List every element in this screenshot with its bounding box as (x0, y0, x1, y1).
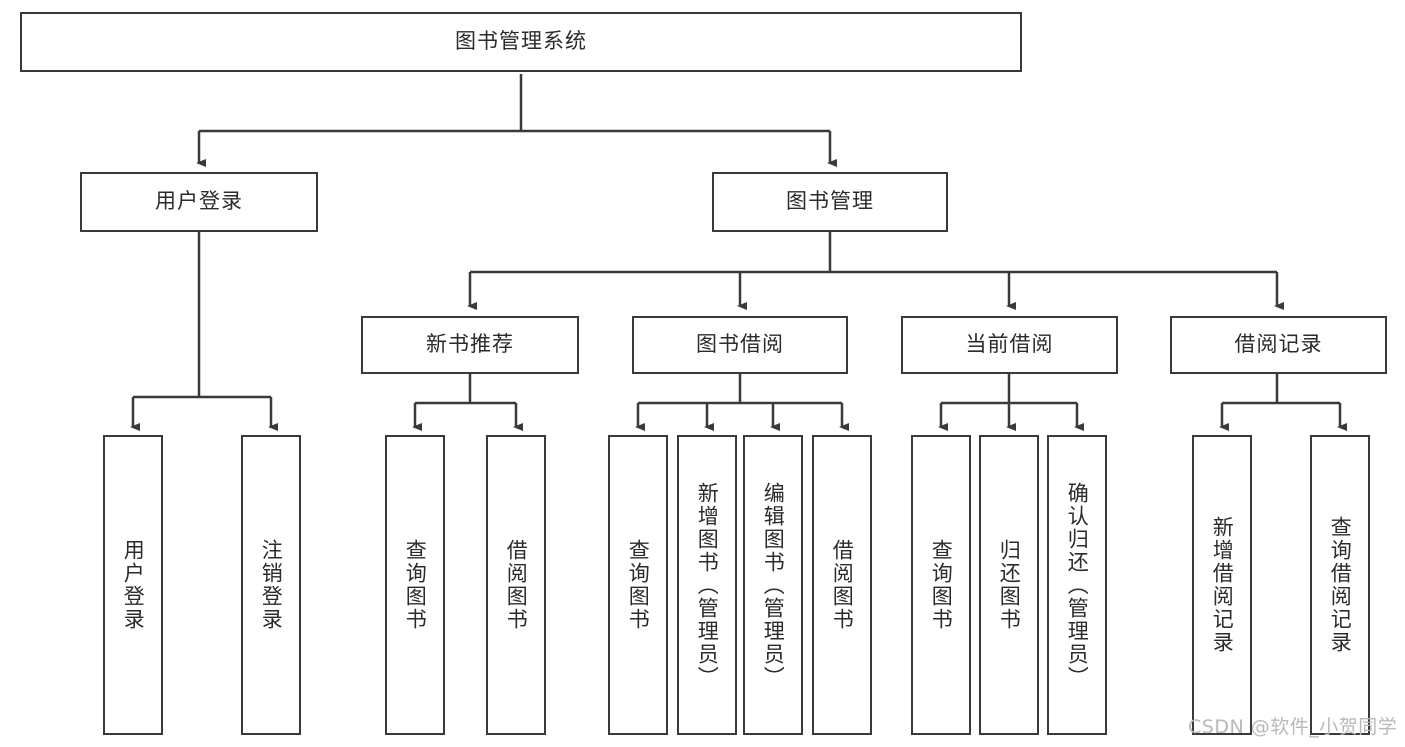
node-current-borrow-label: 当前借阅 (965, 332, 1054, 357)
leaf-record-add-label: 新增借阅记录 (1210, 516, 1235, 654)
leaf-user-login[interactable]: 用户登录 (103, 435, 163, 735)
node-root[interactable]: 图书管理系统 (20, 12, 1022, 72)
node-new-book-recommend-label: 新书推荐 (426, 332, 514, 357)
leaf-borrow-edit-book[interactable]: 编辑图书（管理员） (743, 435, 803, 735)
leaf-current-query-book[interactable]: 查询图书 (911, 435, 971, 735)
node-book-manage[interactable]: 图书管理 (712, 172, 948, 232)
node-book-manage-label: 图书管理 (786, 189, 874, 214)
leaf-record-query[interactable]: 查询借阅记录 (1310, 435, 1370, 735)
leaf-current-return-book-label: 归还图书 (997, 539, 1022, 631)
leaf-current-confirm-return[interactable]: 确认归还（管理员） (1047, 435, 1107, 735)
node-borrow-record[interactable]: 借阅记录 (1170, 316, 1387, 374)
leaf-borrow-borrow-book[interactable]: 借阅图书 (812, 435, 872, 735)
node-current-borrow[interactable]: 当前借阅 (901, 316, 1118, 374)
node-new-book-recommend[interactable]: 新书推荐 (361, 316, 579, 374)
node-book-borrow-label: 图书借阅 (696, 332, 784, 357)
leaf-record-query-label: 查询借阅记录 (1328, 516, 1353, 654)
node-borrow-record-label: 借阅记录 (1234, 332, 1323, 357)
node-book-borrow[interactable]: 图书借阅 (632, 316, 848, 374)
leaf-logout[interactable]: 注销登录 (241, 435, 301, 735)
node-user-login[interactable]: 用户登录 (80, 172, 318, 232)
node-root-label: 图书管理系统 (455, 29, 587, 54)
leaf-borrow-query-book[interactable]: 查询图书 (608, 435, 668, 735)
leaf-record-add[interactable]: 新增借阅记录 (1192, 435, 1252, 735)
leaf-current-query-book-label: 查询图书 (929, 539, 954, 631)
leaf-user-login-label: 用户登录 (121, 539, 146, 631)
node-user-login-label: 用户登录 (155, 189, 243, 214)
leaf-borrow-query-book-label: 查询图书 (626, 539, 651, 631)
watermark: CSDN @软件_小贺同学 (1188, 716, 1398, 738)
leaf-recommend-borrow-book-label: 借阅图书 (504, 539, 529, 631)
leaf-borrow-borrow-book-label: 借阅图书 (830, 539, 855, 631)
leaf-borrow-add-book[interactable]: 新增图书（管理员） (677, 435, 737, 735)
leaf-current-confirm-return-label: 确认归还（管理员） (1065, 481, 1090, 689)
leaf-current-return-book[interactable]: 归还图书 (979, 435, 1039, 735)
leaf-recommend-query-book[interactable]: 查询图书 (385, 435, 445, 735)
leaf-borrow-add-book-label: 新增图书（管理员） (695, 481, 720, 689)
leaf-borrow-edit-book-label: 编辑图书（管理员） (761, 481, 786, 689)
leaf-logout-label: 注销登录 (259, 539, 284, 631)
leaf-recommend-query-book-label: 查询图书 (403, 539, 428, 631)
leaf-recommend-borrow-book[interactable]: 借阅图书 (486, 435, 546, 735)
